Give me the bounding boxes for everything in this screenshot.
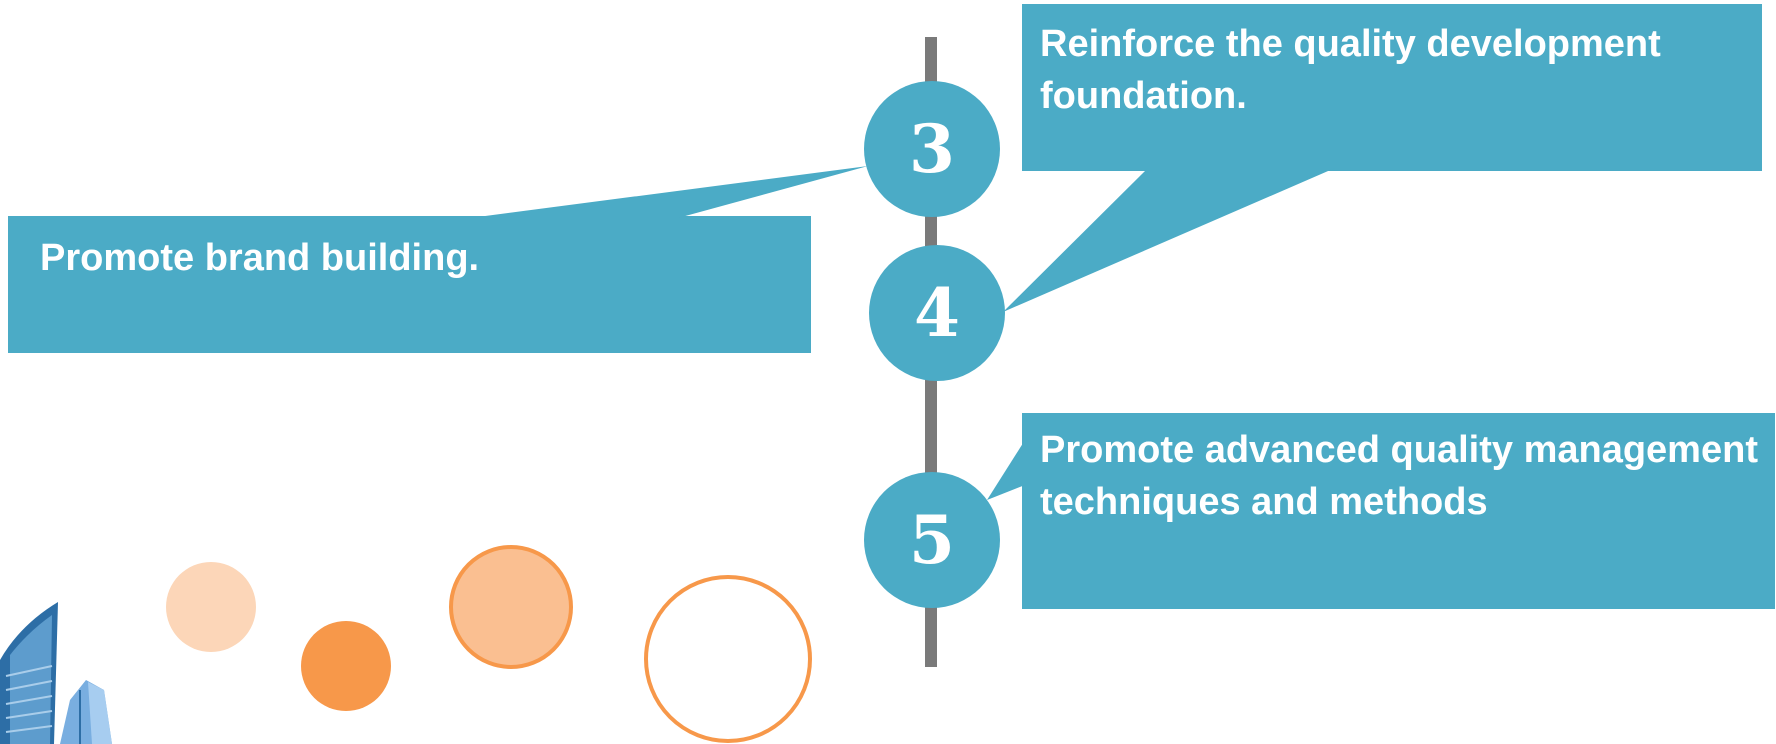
step-number-3: 3 [909,110,955,188]
building-image [0,602,112,744]
step-number-5: 5 [909,501,955,579]
step-5-text: Promote advanced quality management tech… [1040,429,1758,523]
callout-box-step-5 [1022,413,1775,609]
decor-circle-solid [301,621,391,711]
step-3-text: Reinforce the quality development founda… [1040,23,1661,117]
step-circle-4 [869,245,1005,381]
callout-box-step-4 [8,216,811,353]
step-4-text: Promote brand building. [40,237,480,279]
decor-circle-mid [449,545,573,669]
callout-pointer-step-3 [1003,168,1335,312]
callout-pointer-step-5 [987,440,1025,500]
step-number-4: 4 [914,274,960,352]
decor-circle-outline [644,575,812,743]
callout-pointer-step-4 [470,166,868,218]
callout-box-step-3 [1022,4,1762,171]
step-circle-5 [864,472,1000,608]
step-circle-3 [864,81,1000,217]
decor-circle-light [166,562,256,652]
